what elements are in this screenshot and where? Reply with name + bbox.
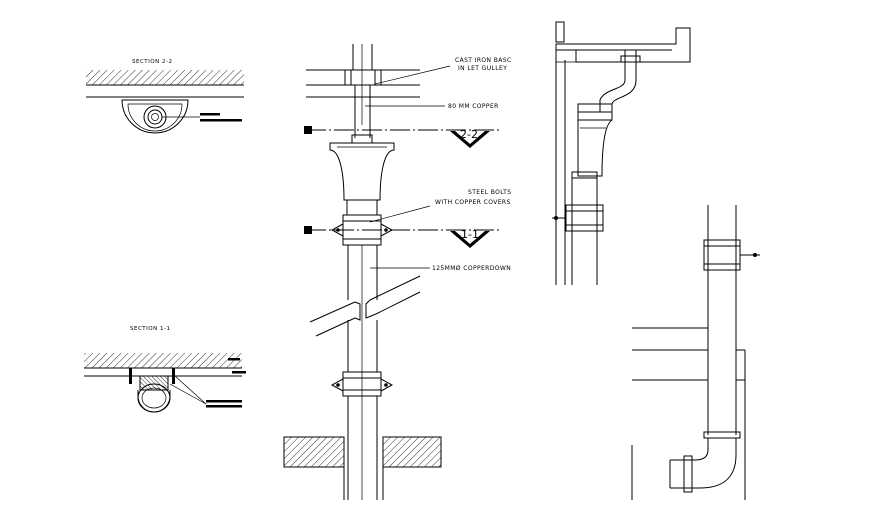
section-2-2-title: SECTION 2-2 [132,59,172,65]
callout-downpipe: 125MMØ COPPERDOWN [432,265,511,272]
section-mark-2-2: 2-2 [460,128,478,141]
side-elevation-top [552,21,691,285]
side-elevation-bottom [631,205,760,500]
callout-cast-iron-1: CAST IRON BASC [455,57,512,64]
callout-steel-bolts-1: STEEL BOLTS [468,189,511,196]
callout-steel-bolts-2: WITH COPPER COVERS [435,199,511,206]
wall-hatch-1-1 [84,353,242,368]
downpipe-elevation: 2-2 1-1 CAST IRON BASC IN LET GULLEY 80 … [283,44,512,500]
bracket-half-round [121,99,189,134]
section-1-1-detail: SECTION 1-1 [84,326,246,413]
section-2-2-detail: SECTION 2-2 [86,59,244,134]
callout-cast-iron-2: IN LET GULLEY [458,65,507,72]
callout-copper-pipe: 80 MM COPPER [448,103,499,110]
rain-water-hopper [329,142,395,201]
section-1-1-title: SECTION 1-1 [130,326,170,332]
section-mark-1-1: 1-1 [461,228,479,241]
wall-hatch [86,70,244,85]
